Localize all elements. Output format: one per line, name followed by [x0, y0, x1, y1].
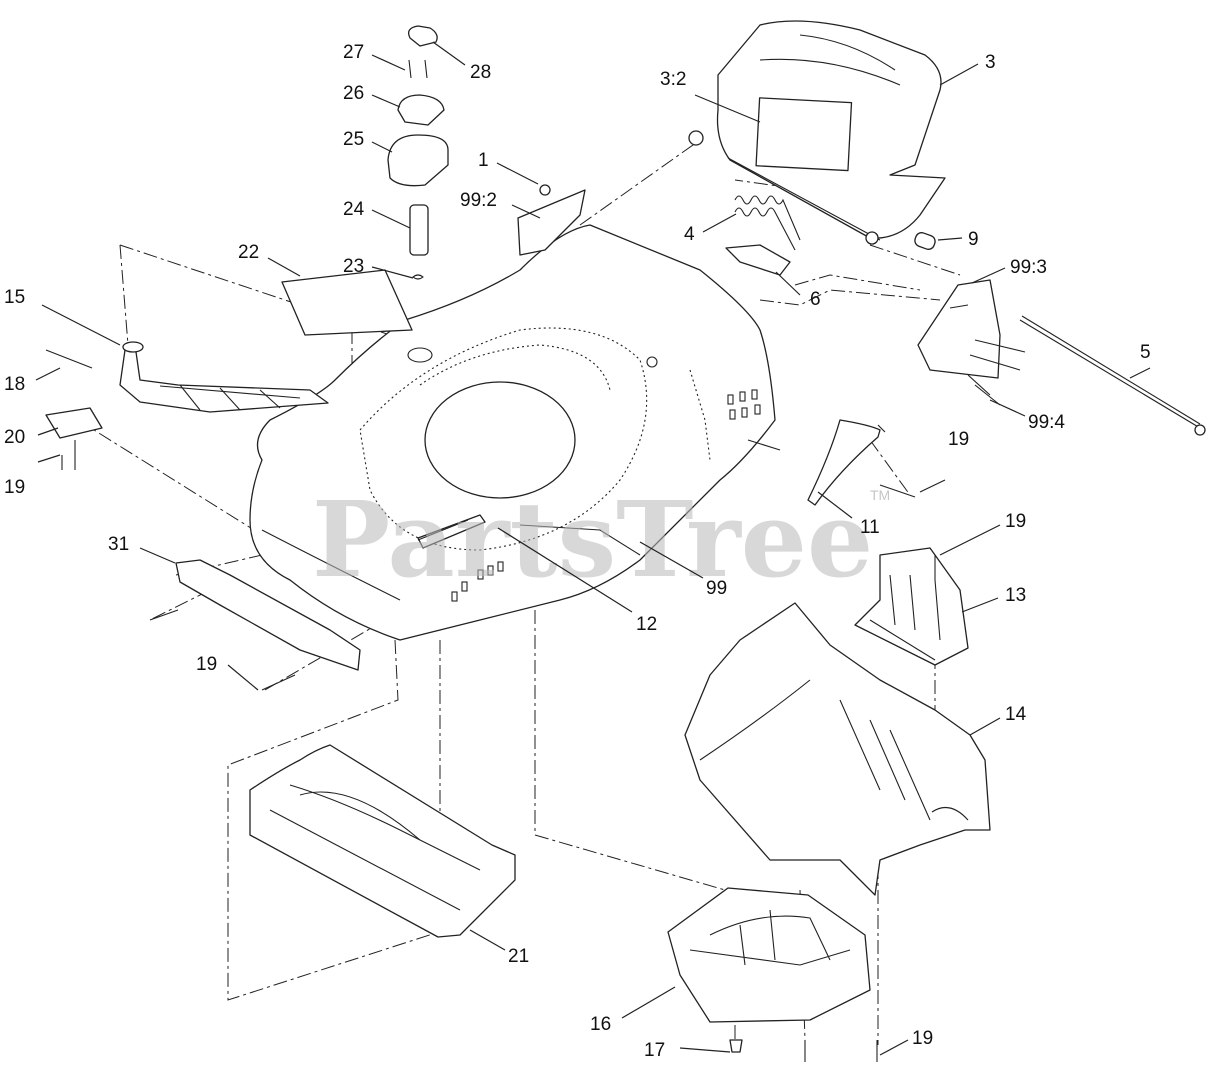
callout-99: 99	[706, 578, 727, 599]
nut	[539, 184, 551, 196]
callout-5: 5	[1140, 342, 1151, 363]
grass-bag	[688, 20, 946, 245]
callout-23: 23	[343, 256, 364, 277]
callout-19c: 19	[1005, 511, 1026, 532]
fasteners	[61, 424, 936, 1062]
deflector-strip	[807, 419, 881, 506]
front-bumper	[175, 559, 361, 671]
watermark-trademark: TM	[870, 487, 890, 503]
callout-11: 11	[860, 517, 880, 538]
callout-13: 13	[1005, 585, 1026, 606]
callout-6: 6	[810, 289, 821, 310]
callout-22: 22	[238, 242, 259, 263]
hinge-rod	[1019, 315, 1206, 436]
plate	[45, 407, 103, 439]
callout-25: 25	[343, 129, 364, 150]
callout-26: 26	[343, 83, 364, 104]
latch	[725, 244, 791, 276]
deck-slots	[451, 389, 761, 602]
callout-27: 27	[343, 42, 364, 63]
callout-21: 21	[508, 946, 529, 967]
rear-guard	[684, 602, 991, 896]
callout-4: 4	[684, 224, 695, 245]
hinge-bracket	[917, 279, 1026, 406]
callout-9: 9	[968, 229, 979, 250]
callout-24: 24	[343, 199, 365, 220]
callout-99-4: 99:4	[1028, 412, 1065, 433]
callout-28: 28	[470, 62, 491, 83]
handle-stack	[387, 25, 449, 280]
rear-strip	[417, 519, 469, 541]
callout-99-3: 99:3	[1010, 257, 1047, 278]
height-adjuster	[119, 341, 329, 413]
callout-labels: 27 28 26 25 24 23 22 15 18 20 19 1 99:2 …	[4, 42, 1151, 1061]
callout-16: 16	[590, 1014, 611, 1035]
callout-19b: 19	[948, 429, 969, 450]
callout-99-2: 99:2	[460, 190, 497, 211]
watermark-text: PartsTree	[312, 478, 873, 601]
callout-18: 18	[4, 374, 25, 395]
callout-19d: 19	[196, 654, 217, 675]
leader-lines	[35, 41, 1151, 1056]
callout-19a: 19	[4, 477, 25, 498]
callout-17: 17	[644, 1040, 665, 1061]
lower-tray	[667, 887, 871, 1023]
callout-19e: 19	[912, 1028, 933, 1049]
callout-31: 31	[108, 534, 129, 555]
callout-14: 14	[1005, 704, 1027, 725]
mower-deck	[249, 189, 776, 641]
callout-20: 20	[4, 427, 25, 448]
front-guard	[249, 744, 516, 938]
callout-1: 1	[478, 150, 489, 171]
spacer	[914, 232, 936, 250]
callout-15: 15	[4, 287, 25, 308]
decal	[281, 269, 413, 336]
callout-3-2: 3:2	[660, 69, 686, 90]
spring	[734, 195, 801, 251]
pin	[45, 349, 93, 369]
callout-12: 12	[636, 614, 657, 635]
callout-3: 3	[985, 52, 996, 73]
